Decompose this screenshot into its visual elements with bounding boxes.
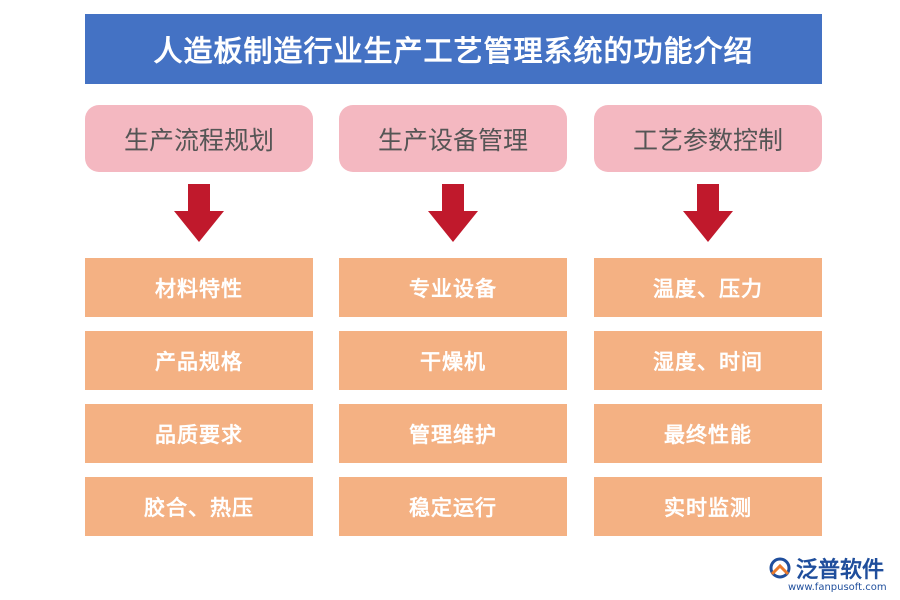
page-title: 人造板制造行业生产工艺管理系统的功能介绍 [85,14,822,84]
feature-item: 干燥机 [339,331,567,390]
feature-item: 温度、压力 [594,258,822,317]
feature-item: 湿度、时间 [594,331,822,390]
feature-item: 品质要求 [85,404,313,463]
down-arrow-icon [683,184,733,242]
down-arrow-icon [174,184,224,242]
feature-item: 专业设备 [339,258,567,317]
column-equipment-management: 生产设备管理 专业设备 干燥机 管理维护 稳定运行 [339,105,567,550]
feature-item: 胶合、热压 [85,477,313,536]
column-process-parameter-control: 工艺参数控制 温度、压力 湿度、时间 最终性能 实时监测 [594,105,822,550]
feature-item: 最终性能 [594,404,822,463]
feature-item: 实时监测 [594,477,822,536]
logo-name: 泛普软件 [796,558,885,583]
feature-item: 产品规格 [85,331,313,390]
down-arrow-icon [428,184,478,242]
column-header: 生产流程规划 [85,105,313,172]
column-production-planning: 生产流程规划 材料特性 产品规格 品质要求 胶合、热压 [85,105,313,550]
feature-item: 稳定运行 [339,477,567,536]
fanpu-logo-icon [769,557,791,579]
logo-url: www.fanpusoft.com [788,582,887,593]
column-header: 工艺参数控制 [594,105,822,172]
feature-item: 管理维护 [339,404,567,463]
feature-item: 材料特性 [85,258,313,317]
brand-logo: 泛普软件 www.fanpusoft.com [768,552,887,593]
column-header: 生产设备管理 [339,105,567,172]
